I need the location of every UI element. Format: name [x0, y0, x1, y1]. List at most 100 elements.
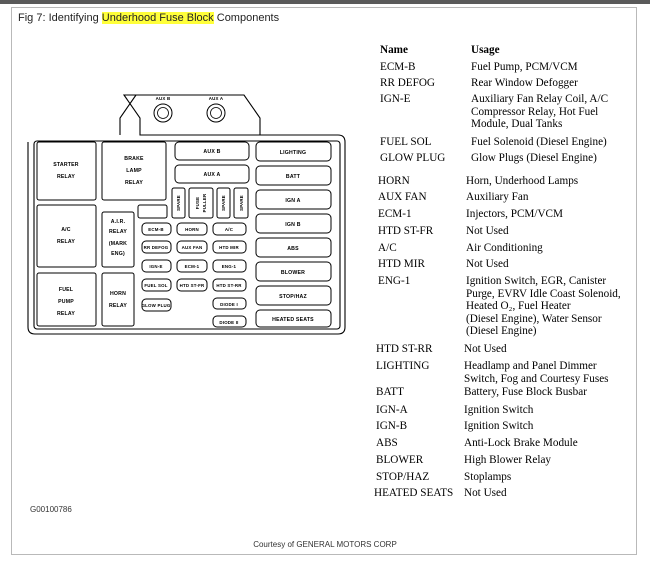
aux-b-fuse	[174, 141, 250, 161]
diode-1	[212, 297, 247, 310]
ign-a-fuse	[255, 189, 332, 210]
row-usage: Injectors, PCM/VCM	[466, 208, 563, 220]
row-usage: Not Used	[466, 225, 509, 237]
ign-a-fuse-label: IGN A	[285, 198, 300, 204]
diode-2	[212, 315, 247, 328]
row-usage: Ignition Switch	[464, 420, 534, 432]
row-usage: High Blower Relay	[464, 454, 551, 466]
row-usage: Rear Window Defogger	[471, 77, 578, 89]
aux-fan-label: AUX FAN	[182, 245, 203, 250]
row-name: ENG-1	[378, 275, 411, 287]
fuse-puller-label-2: PULLER	[202, 193, 207, 212]
mini-fuses	[141, 222, 247, 328]
glow-plug-label: GLOW PLUG	[142, 303, 171, 308]
row-usage: Fuel Solenoid (Diesel Engine)	[471, 136, 607, 148]
starter-relay-label-2: RELAY	[57, 174, 75, 180]
fuse-puller-slot	[188, 187, 214, 219]
relay-labels: STARTER RELAY BRAKE LAMP RELAY A/C RELAY…	[53, 156, 144, 317]
eng-1-fuse	[212, 259, 247, 273]
lighting-fuse	[255, 141, 332, 162]
window-top-bar	[0, 0, 650, 4]
header-usage: Usage	[471, 44, 500, 56]
row-name: STOP/HAZ	[376, 471, 430, 483]
batt-fuse-label: BATT	[286, 174, 301, 180]
spare-slot-3	[233, 187, 249, 219]
figure-code: G00100786	[30, 505, 72, 514]
row-usage: Battery, Fuse Block Busbar	[464, 386, 587, 398]
air-relay	[101, 211, 135, 268]
abs-fuse	[255, 237, 332, 258]
stop-haz-fuse-label: STOP/HAZ	[279, 294, 307, 300]
row-name: AUX FAN	[378, 191, 427, 203]
htd-st-fr-label: HTD ST-FR	[180, 283, 205, 288]
horn-relay	[101, 272, 135, 327]
diode-1-label: DIODE I	[220, 302, 238, 307]
aux-b-fuse-label: AUX B	[203, 149, 220, 155]
figure-title: Fig 7: Identifying Underhood Fuse Block …	[18, 12, 279, 24]
brake-lamp-relay	[101, 141, 167, 201]
row-usage: Anti-Lock Brake Module	[464, 437, 578, 449]
spare-slot-1-label: SPARE	[176, 195, 181, 211]
figure-title-prefix: Fig 7: Identifying	[18, 12, 102, 24]
ecm-1-label: ECM-1	[185, 264, 200, 269]
horn-label: HORN	[185, 227, 199, 232]
starter-relay-label-1: STARTER	[53, 162, 79, 168]
spare-slots	[137, 187, 249, 219]
spare-slot-2	[216, 187, 231, 219]
ecm-b-fuse	[141, 222, 172, 236]
abs-fuse-label: ABS	[287, 246, 299, 252]
row-name: HTD MIR	[378, 258, 425, 270]
htd-mir-fuse	[212, 240, 247, 254]
row-usage: Glow Plugs (Diesel Engine)	[471, 152, 597, 164]
ecm-b-label: ECM-B	[148, 227, 163, 232]
stop-haz-fuse	[255, 285, 332, 306]
spare-slot-labels: SPARE FUSE PULLER SPARE SPARE	[176, 193, 244, 212]
row-name: HTD ST-FR	[378, 225, 434, 237]
rr-defog-label: RR DEFOG	[144, 245, 169, 250]
row-name: BLOWER	[376, 454, 424, 466]
row-name: IGN-B	[376, 420, 408, 432]
maxi-fuses	[174, 141, 332, 328]
small-slot	[137, 204, 168, 219]
ign-b-fuse-label: IGN B	[285, 222, 300, 228]
diode-2-label: DIODE II	[219, 320, 238, 325]
row-name: A/C	[378, 242, 397, 254]
row-usage: Horn, Underhood Lamps	[466, 175, 579, 187]
row-name: ABS	[376, 437, 398, 449]
glow-plug-fuse	[141, 298, 172, 312]
spare-slot-2-label: SPARE	[221, 195, 226, 211]
brake-lamp-relay-label-2: LAMP	[126, 168, 142, 174]
row-name: HORN	[378, 175, 410, 187]
aux-a-fuse-label: AUX A	[204, 172, 221, 178]
row-name: ECM-B	[380, 61, 416, 73]
ign-b-fuse	[255, 213, 332, 234]
row-name: FUEL SOL	[380, 136, 432, 148]
eng-1-label: ENG-1	[222, 264, 237, 269]
ign-e-label: IGN-E	[149, 264, 162, 269]
fuse-puller-label-1: FUSE	[195, 197, 200, 210]
aux-terminals: AUX B AUX A	[153, 96, 226, 123]
spare-slot-1	[171, 187, 186, 219]
row-name: HTD ST-RR	[376, 343, 433, 355]
mini-fuse-labels: ECM-B HORN A/C RR DEFOG AUX FAN HTD MIR …	[142, 227, 242, 325]
fuel-pump-relay	[36, 272, 97, 327]
blower-fuse-label: BLOWER	[281, 270, 305, 276]
heated-seats-fuse	[255, 309, 332, 328]
row-usage: Auxiliary Fan Relay Coil, A/C Compressor…	[471, 93, 609, 131]
row-name: IGN-E	[380, 93, 411, 105]
htd-mir-label: HTD MIR	[219, 245, 239, 250]
ac-relay-label-2: RELAY	[57, 239, 75, 245]
row-name: RR DEFOG	[380, 77, 436, 89]
row-usage: Fuel Pump, PCM/VCM	[471, 61, 578, 73]
row-usage: Not Used	[464, 487, 507, 499]
aux-fan-fuse	[176, 240, 208, 254]
air-relay-label-4: ENG)	[111, 251, 125, 257]
fuel-pump-relay-label-3: RELAY	[57, 311, 75, 317]
horn-fuse	[176, 222, 208, 236]
brake-lamp-relay-label-1: BRAKE	[124, 156, 144, 162]
header-name: Name	[380, 44, 408, 56]
air-relay-label-1: A.I.R.	[111, 219, 126, 225]
row-usage: Stoplamps	[464, 471, 512, 483]
spare-slot-3-label: SPARE	[239, 195, 244, 211]
